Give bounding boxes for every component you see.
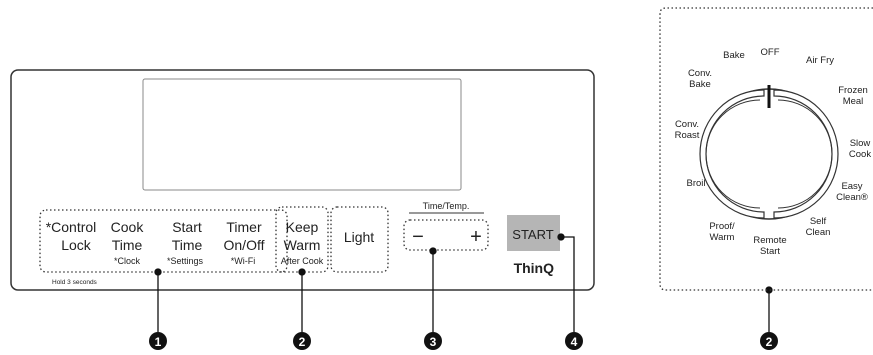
cook-time-line1: Cook — [111, 219, 145, 235]
timer-sub: *Wi-Fi — [231, 256, 256, 266]
start-button[interactable]: START — [507, 215, 560, 251]
dial-mode-easy-clean-1: Easy — [841, 181, 862, 192]
dial-mode-self-clean-2: Clean — [806, 227, 831, 238]
minus-button[interactable]: − — [412, 226, 424, 248]
callout-badge-3: 3 — [424, 332, 442, 350]
callout-number-1: 1 — [155, 335, 162, 349]
callout-badge-2: 2 — [293, 332, 311, 350]
dial-mode-conv-roast-2: Roast — [675, 130, 700, 141]
control-lock-line2: Lock — [61, 237, 92, 253]
timer-line1: Timer — [226, 219, 262, 235]
callout-badge-5: 2 — [760, 332, 778, 350]
dial-mode-frozen-meal-1: Frozen — [838, 85, 868, 96]
dial-mode-proof-warm-2: Warm — [710, 232, 735, 243]
start-time-line2: Time — [172, 237, 203, 253]
plus-button[interactable]: + — [470, 226, 482, 248]
callout-badge-1: 1 — [149, 332, 167, 350]
dial-mode-remote-start-2: Start — [760, 246, 780, 257]
dial-mode-remote-start-1: Remote — [753, 235, 786, 246]
cook-time-button[interactable]: Cook Time *Clock — [111, 219, 145, 266]
dial-mode-off: OFF — [761, 47, 780, 58]
dial-mode-conv-bake-1: Conv. — [688, 68, 712, 79]
control-lock-line1: *Control — [46, 219, 97, 235]
thinq-logo: ThinQ — [514, 260, 555, 276]
keep-warm-line1: Keep — [286, 219, 319, 235]
start-time-button[interactable]: Start Time *Settings — [167, 219, 204, 266]
mode-dial-knob[interactable] — [699, 85, 839, 220]
keep-warm-sub: After Cook — [281, 256, 324, 266]
hold-note: Hold 3 seconds — [52, 279, 98, 286]
control-lock-button[interactable]: *Control Lock — [46, 219, 97, 253]
dial-mode-frozen-meal-2: Meal — [843, 96, 864, 107]
callout-number-5: 2 — [766, 335, 773, 349]
light-button[interactable]: Light — [344, 229, 374, 245]
start-button-shape — [507, 215, 560, 251]
timer-button[interactable]: Timer On/Off *Wi-Fi — [224, 219, 265, 266]
display-window — [142, 78, 462, 191]
callout-number-3: 3 — [430, 335, 437, 349]
keep-warm-button[interactable]: Keep Warm After Cook — [281, 219, 324, 266]
time-temp-outline — [403, 219, 489, 251]
start-button-label: START — [512, 227, 553, 242]
dial-mode-slow-cook-1: Slow — [850, 138, 871, 149]
callout-badge-4: 4 — [565, 332, 583, 350]
dial-mode-conv-bake-2: Bake — [689, 79, 711, 90]
cook-time-line2: Time — [112, 237, 143, 253]
cook-time-sub: *Clock — [114, 256, 141, 266]
timer-line2: On/Off — [224, 237, 265, 253]
time-temp-label: Time/Temp. — [423, 201, 470, 211]
callout-line-4 — [561, 236, 575, 332]
dial-mode-proof-warm-1: Proof/ — [709, 221, 735, 232]
start-time-line1: Start — [172, 219, 202, 235]
dial-mode-self-clean-1: Self — [810, 216, 827, 227]
start-time-sub: *Settings — [167, 256, 204, 266]
dial-mode-air-fry: Air Fry — [806, 55, 834, 66]
dial-mode-easy-clean-2: Clean® — [836, 192, 868, 203]
callout-number-4: 4 — [571, 335, 578, 349]
dial-mode-bake: Bake — [723, 50, 745, 61]
light-outline — [330, 206, 389, 273]
keep-warm-line2: Warm — [284, 237, 321, 253]
callout-number-2: 2 — [299, 335, 306, 349]
button-group-1-outline — [39, 209, 288, 273]
keep-warm-outline — [275, 206, 329, 273]
dial-mode-slow-cook-2: Cook — [849, 149, 871, 160]
dial-mode-broil: Broil — [686, 178, 705, 189]
dial-mode-conv-roast-1: Conv. — [675, 119, 699, 130]
dial-panel-outline — [659, 7, 873, 291]
